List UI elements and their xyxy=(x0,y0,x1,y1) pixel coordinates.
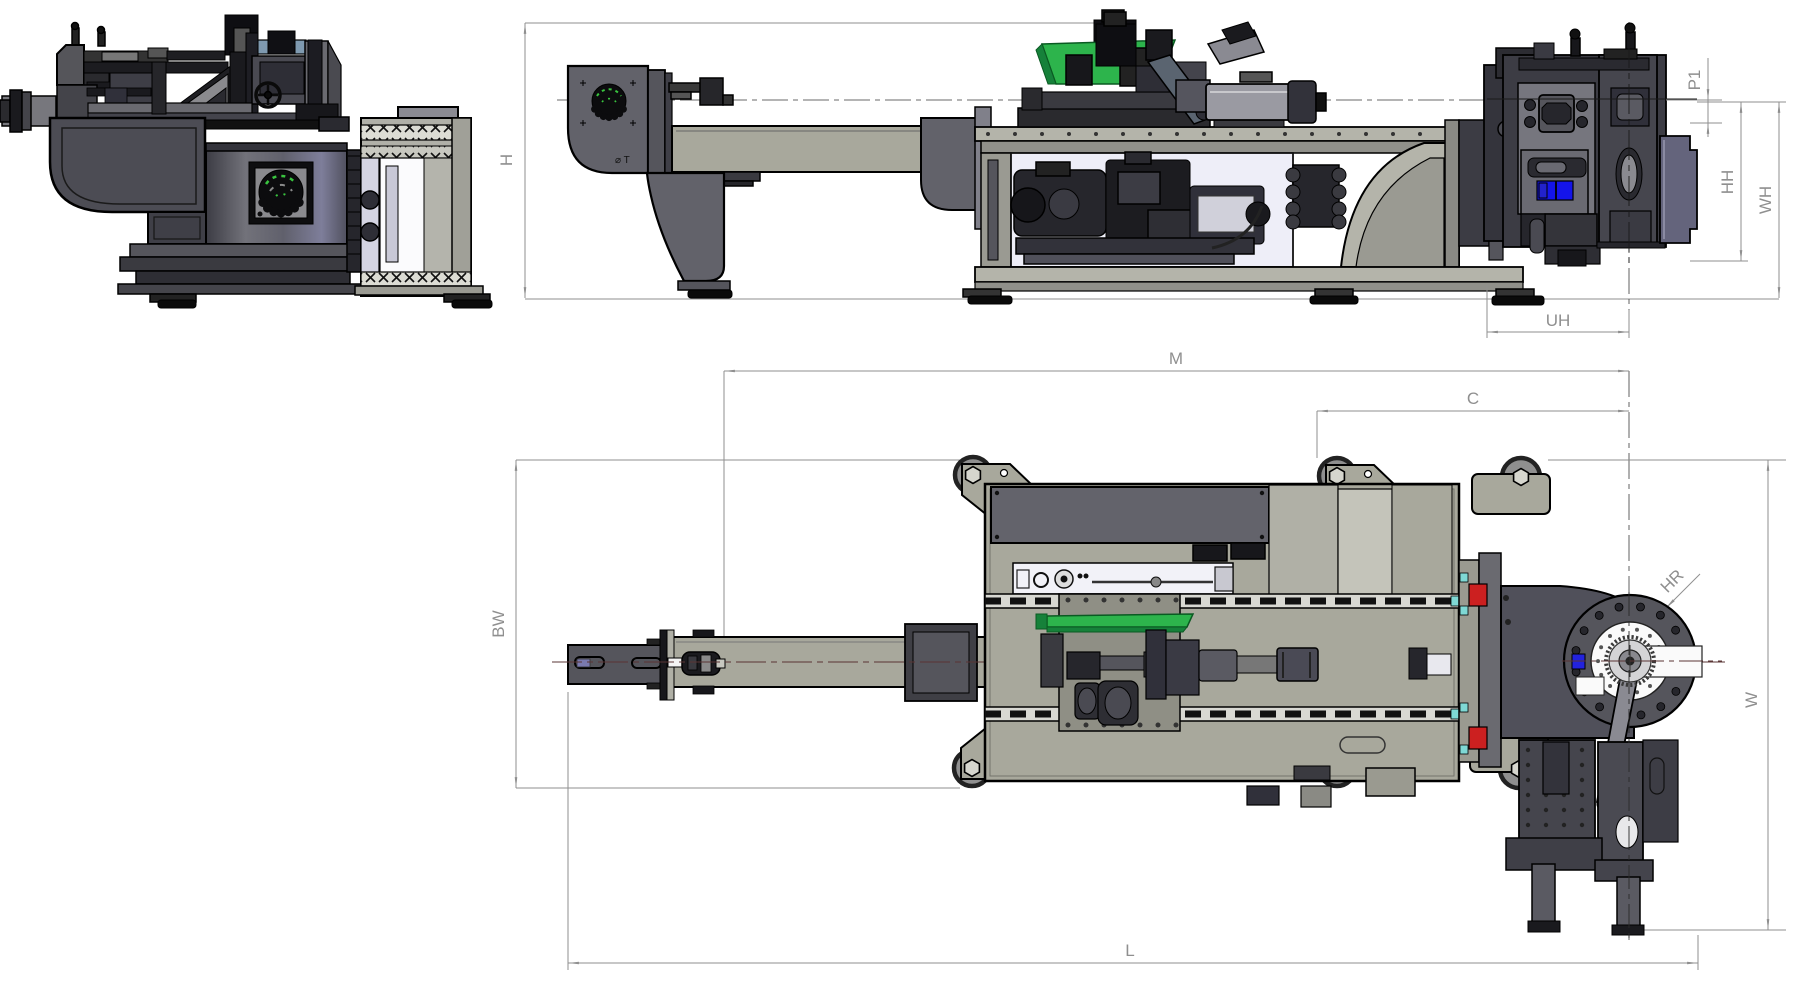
svg-text:H: H xyxy=(497,154,516,166)
svg-text:M: M xyxy=(1169,349,1183,368)
svg-text:⌀ T: ⌀ T xyxy=(615,155,630,166)
svg-text:HH: HH xyxy=(1718,170,1737,195)
svg-text:C: C xyxy=(1467,389,1479,408)
svg-text:BW: BW xyxy=(489,610,508,637)
svg-text:L: L xyxy=(1125,941,1134,960)
svg-text:W: W xyxy=(1742,692,1761,708)
svg-text:P1: P1 xyxy=(1685,70,1704,91)
svg-text:UH: UH xyxy=(1546,311,1571,330)
svg-text:WH: WH xyxy=(1756,186,1775,214)
